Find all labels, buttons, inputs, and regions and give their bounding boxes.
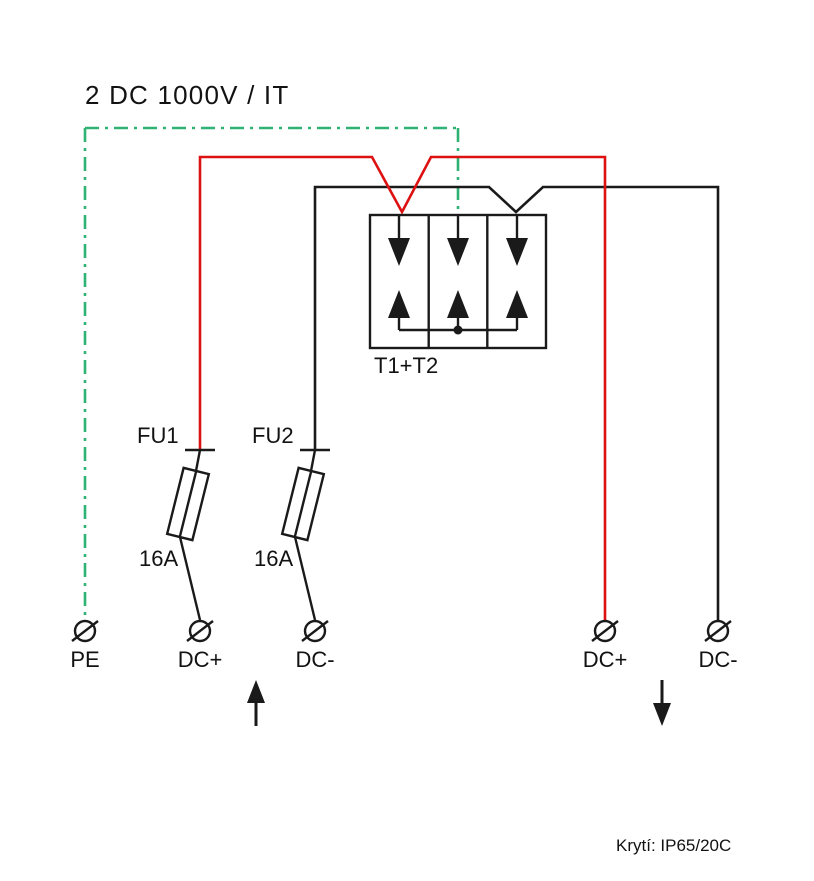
terminal-label: DC-	[698, 647, 737, 672]
terminal-dc-plus-input: DC+	[178, 619, 223, 672]
terminal-label: DC+	[583, 647, 628, 672]
arrow-up-icon	[506, 290, 528, 318]
spd-arrester-cell	[388, 215, 410, 330]
spd-arrester-cell	[447, 215, 469, 330]
arrow-head	[653, 703, 671, 726]
fuse-axis-line	[178, 470, 198, 538]
fuse-lead-top	[194, 449, 202, 472]
fuse-body	[165, 466, 211, 542]
terminal-slash	[591, 620, 619, 642]
fuse-rating-label: 16A	[254, 546, 293, 571]
fuse-lead-bottom	[293, 536, 317, 621]
input-direction-arrow-up-icon	[247, 680, 265, 726]
fuse-axis-line	[293, 470, 313, 538]
terminal-dc-minus-input: DC-	[295, 619, 335, 672]
arrow-down-icon	[388, 238, 410, 266]
terminal-label: DC-	[295, 647, 334, 672]
junction-dot	[453, 325, 463, 335]
arrow-head	[247, 680, 265, 703]
output-direction-arrow-down-icon	[653, 680, 671, 726]
arrow-up-icon	[447, 290, 469, 318]
pe-wire	[83, 126, 460, 620]
arrow-up-icon	[388, 290, 410, 318]
terminal-slash	[301, 620, 329, 642]
fuse-fu1: FU1 16A	[137, 423, 215, 621]
terminal-dc-minus-output: DC-	[698, 619, 738, 672]
dc-negative-wire	[313, 185, 720, 620]
fuse-fu2: FU2 16A	[252, 423, 330, 621]
fuse-lead-bottom	[178, 536, 202, 621]
spd-label: T1+T2	[374, 353, 438, 378]
terminal-label: PE	[70, 647, 99, 672]
fuse-name-label: FU2	[252, 423, 294, 448]
terminal-pe: PE	[70, 619, 100, 672]
spd-device: T1+T2	[368, 213, 548, 378]
arrow-down-icon	[506, 238, 528, 266]
terminal-dc-plus-output: DC+	[583, 619, 628, 672]
terminal-slash	[186, 620, 214, 642]
fuse-rating-label: 16A	[139, 546, 178, 571]
dc-positive-wire	[198, 155, 607, 620]
fuse-name-label: FU1	[137, 423, 179, 448]
fuse-lead-top	[309, 449, 317, 472]
terminal-slash	[704, 620, 732, 642]
terminal-label: DC+	[178, 647, 223, 672]
terminal-slash	[71, 620, 99, 642]
protection-rating-note: Krytí: IP65/20C	[616, 836, 731, 855]
fuse-body	[280, 466, 326, 542]
arrow-down-icon	[447, 238, 469, 266]
spd-arrester-cell	[506, 215, 528, 330]
diagram-title: 2 DC 1000V / IT	[85, 80, 289, 110]
